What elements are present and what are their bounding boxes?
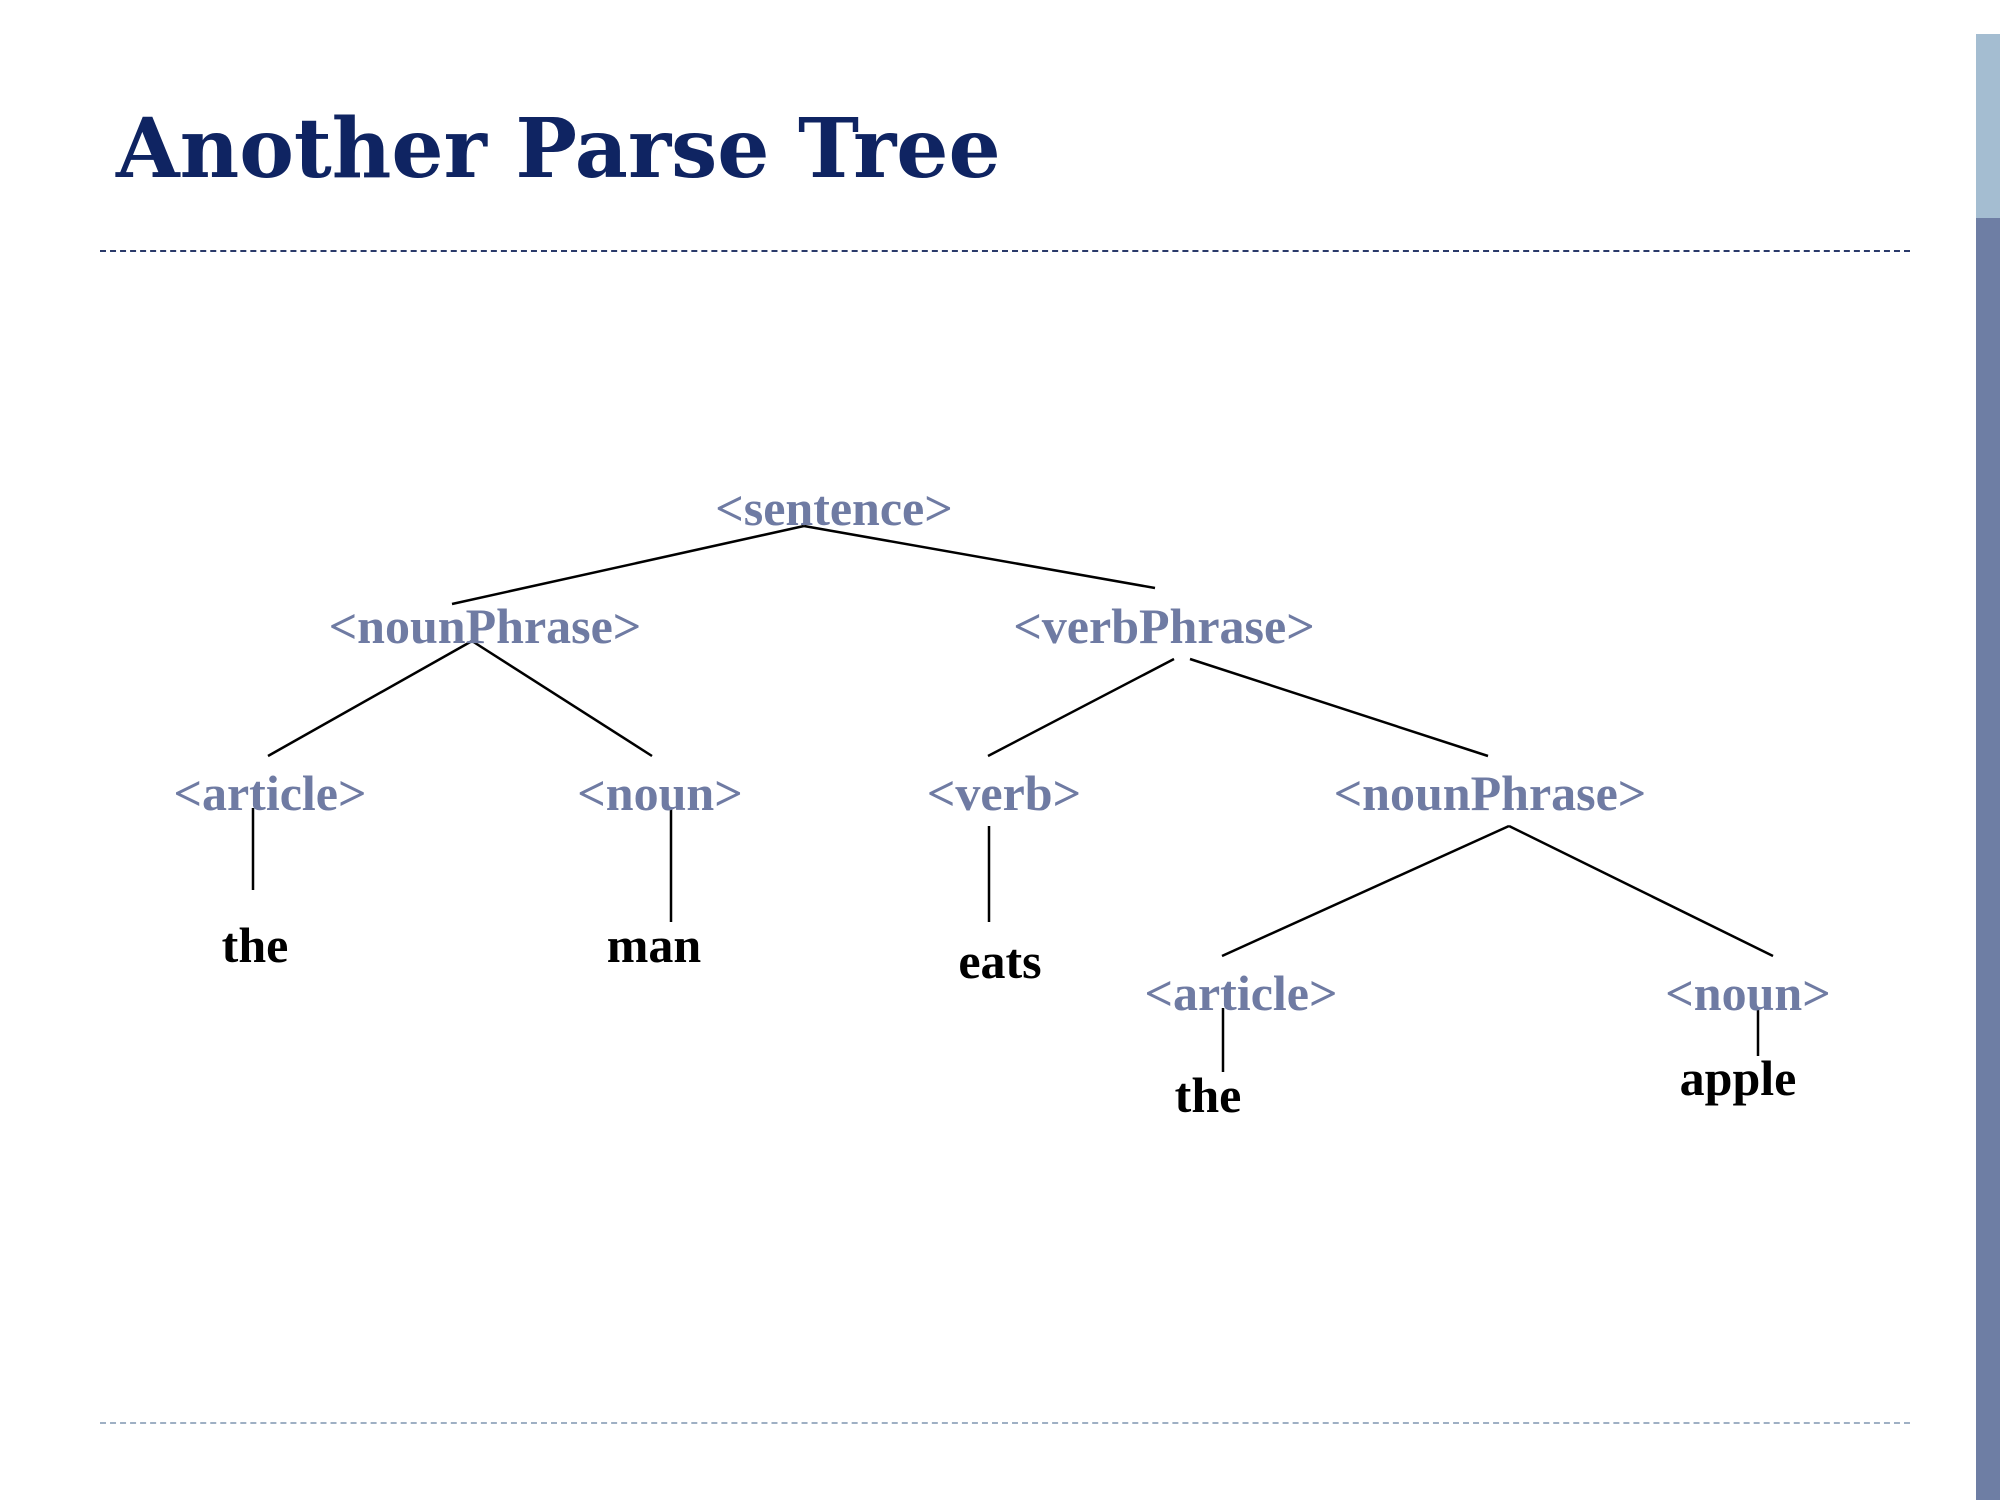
tree-node-the1: the	[221, 917, 289, 973]
tree-node-art2: <article>	[1144, 965, 1338, 1021]
tree-edge-np1-to-art1	[267, 639, 473, 758]
sidebar-accent-dark	[1976, 218, 2000, 1500]
tree-node-vp: <verbPhrase>	[1013, 598, 1315, 654]
tree-node-np1: <nounPhrase>	[328, 598, 642, 654]
tree-node-sentence: <sentence>	[715, 480, 953, 536]
tree-node-eats: eats	[958, 933, 1042, 989]
sidebar-accent-light	[1976, 34, 2000, 218]
tree-edge-sentence-to-vp	[803, 524, 1156, 590]
tree-node-noun1: <noun>	[577, 765, 743, 821]
tree-edge-np2-to-art2	[1221, 824, 1510, 958]
tree-edge-sentence-to-np1	[451, 524, 805, 606]
tree-node-apple: apple	[1679, 1050, 1797, 1106]
tree-node-art1: <article>	[173, 765, 367, 821]
tree-node-man: man	[606, 917, 702, 973]
tree-node-the2: the	[1174, 1067, 1242, 1123]
title-divider	[100, 250, 1910, 252]
slide-title: Another Parse Tree	[116, 101, 1001, 197]
tree-node-verb: <verb>	[926, 765, 1082, 821]
tree-edge-vp-to-verb	[987, 657, 1175, 758]
footer-divider	[100, 1422, 1910, 1424]
tree-edge-np2-to-noun2	[1508, 824, 1774, 958]
tree-node-noun2: <noun>	[1665, 965, 1831, 1021]
tree-edge-np1-to-noun1	[471, 639, 653, 758]
tree-node-np2: <nounPhrase>	[1333, 765, 1647, 821]
tree-edge-vp-to-np2	[1189, 657, 1489, 758]
